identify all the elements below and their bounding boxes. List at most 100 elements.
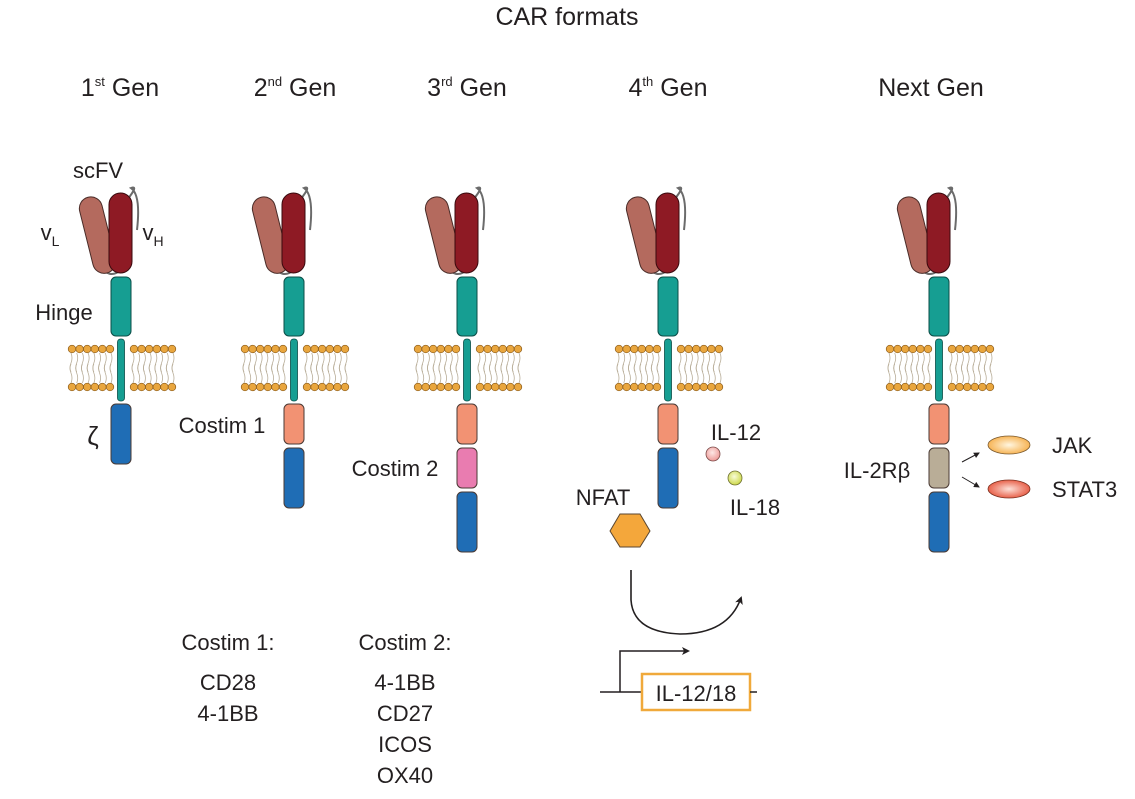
lipid-head [645,344,654,354]
lipid-head [885,344,895,354]
lipid-head [947,344,957,354]
hinge-domain [928,276,950,337]
lipid-tail [887,363,891,384]
costim1-list-item: 4-1BB [197,701,258,726]
cell-membrane [240,344,350,392]
lipid-tail [989,363,993,384]
lipid-head [622,344,631,354]
lipid-head [923,382,933,392]
lipid-head [429,344,438,354]
lipid-head [923,344,933,354]
lipid-head [491,344,500,354]
lipid-head [318,344,327,354]
nfat-translocation-arrow [630,570,743,635]
lipid-tail [921,363,925,384]
lipid-head [908,382,917,392]
lipid-tail [154,363,158,384]
lipid-head [707,382,716,392]
nfat-hexagon [609,513,651,548]
lipid-tail [949,363,953,384]
lipid-tail [338,363,342,384]
construct-gen4 [614,186,724,509]
lipid-head [614,382,624,392]
lipid-tail [628,363,631,384]
lipid-tail [344,363,348,384]
cell-membrane [614,344,724,392]
lipid-head [271,344,280,354]
il2rb-label: IL-2Rβ [844,458,910,483]
zeta-domain [456,491,478,553]
zeta-domain [928,491,950,553]
lipid-tail [316,363,319,384]
lipid-head [513,344,523,354]
lipid-head [692,382,701,392]
lipid-head [240,344,250,354]
lipid-tail [983,363,987,384]
lipid-head [451,382,461,392]
lipid-head [145,382,154,392]
jak-label: JAK [1052,433,1093,458]
lipid-head [498,344,507,354]
lipid-tail [304,363,308,384]
lipid-head [645,382,654,392]
lipid-head [256,344,265,354]
lipid-head [318,382,327,392]
lipid-tail [444,363,447,384]
lipid-tail [171,363,175,384]
lipid-head [985,344,995,354]
cell-membrane [67,344,177,392]
lipid-head [413,382,423,392]
lipid-head [707,344,716,354]
cell-membrane [413,344,523,392]
costim2-list: Costim 2: 4-1BB CD27 ICOS OX40 [359,630,452,788]
costim2-list-item: ICOS [378,732,432,757]
lipid-tail [684,363,688,384]
lipid-head [83,344,92,354]
lipid-head [483,382,492,392]
lipid-tail [333,363,336,384]
lipid-head [248,382,257,392]
lipid-tail [633,363,637,384]
construct-next [885,186,995,553]
lipid-tail [131,363,135,384]
lipid-tail [276,363,280,384]
lipid-head [893,344,902,354]
lipid-head [506,344,515,354]
transmembrane-domain [463,338,471,402]
lipid-tail [165,363,169,384]
lipid-tail [893,363,897,384]
lipid-tail [645,363,648,384]
lipid-tail [966,363,970,384]
lipid-tail [415,363,419,384]
lipid-tail [92,363,96,384]
lipid-tail [148,363,152,384]
lipid-tail [927,363,931,384]
lipid-tail [650,363,654,384]
lipid-tail [978,363,981,384]
lipid-head [483,344,492,354]
lipid-tail [81,363,84,384]
nfat-label: NFAT [576,485,631,510]
lipid-head [167,382,177,392]
lipid-head [160,382,169,392]
lipid-head [90,382,99,392]
lipid-tail [137,363,141,384]
construct-gen1 [67,186,177,465]
lipid-tail [678,363,682,384]
lipid-head [248,344,257,354]
costim1-label: Costim 1 [179,413,266,438]
lipid-head [152,344,161,354]
lipid-tail [483,363,487,384]
construct-gen3 [413,186,523,553]
lipid-head [137,344,146,354]
costim2-label: Costim 2 [352,456,439,481]
lipid-tail [695,363,699,384]
lipid-head [152,382,161,392]
lipid-tail [259,363,263,384]
costim2-list-item: OX40 [377,763,433,788]
lipid-head [302,344,312,354]
lipid-head [240,382,250,392]
lipid-head [105,344,115,354]
lipid-head [985,382,995,392]
